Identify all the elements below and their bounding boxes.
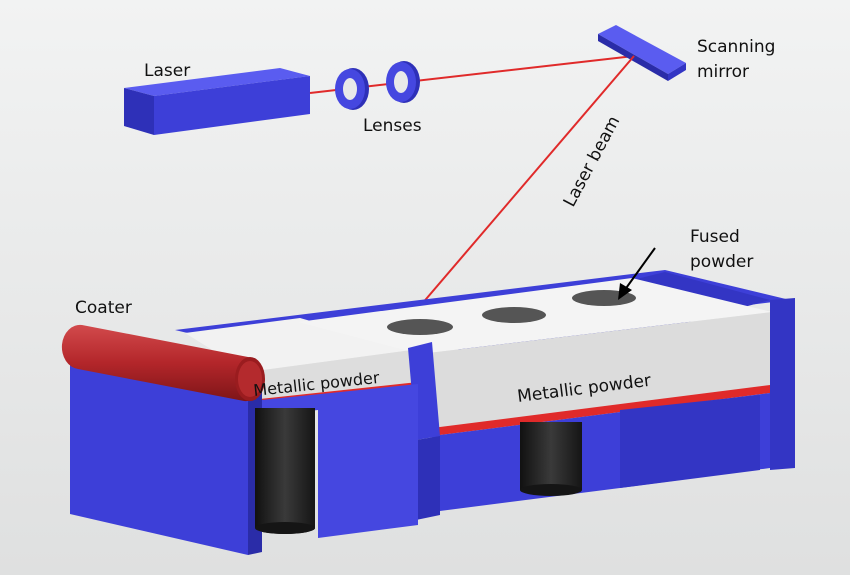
- coater: [61, 324, 265, 402]
- label-laser: Laser: [144, 61, 190, 81]
- label-scanning-mirror-line2: mirror: [697, 62, 749, 82]
- laser-source: [124, 68, 310, 135]
- fused-powder-arrow: [618, 247, 656, 300]
- label-coater: Coater: [75, 298, 132, 318]
- label-scanning-mirror-line1: Scanning: [697, 37, 775, 57]
- lenses: [335, 61, 420, 110]
- left-end-panel: [70, 346, 248, 555]
- fused-spot-1: [387, 319, 453, 335]
- fused-spot-2: [482, 307, 546, 323]
- laser-beam-diagonal: [402, 55, 635, 327]
- right-powder-front: [420, 312, 772, 428]
- label-lenses: Lenses: [363, 116, 422, 136]
- label-fused-powder-line2: powder: [690, 252, 753, 272]
- lens-1: [335, 68, 369, 110]
- lens-2: [386, 61, 420, 103]
- right-piston: [520, 422, 582, 496]
- label-fused-powder-line1: Fused: [690, 227, 740, 247]
- left-powder-front: [248, 350, 418, 400]
